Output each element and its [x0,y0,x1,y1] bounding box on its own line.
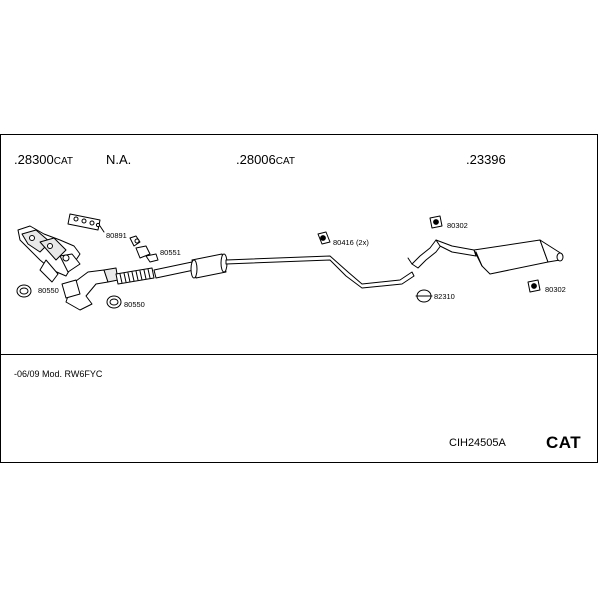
intermediate-pipe [225,255,415,289]
header-28300: .28300CAT [14,152,74,167]
part-label-82310: 82310 [434,292,455,301]
header-28006: .28006CAT [236,152,296,167]
part-label-80302-top: 80302 [447,221,468,230]
manifold-gasket [67,213,101,231]
exhaust-manifold [17,225,81,283]
front-silencer [190,253,228,279]
part-label-80550-left: 80550 [38,286,59,295]
rubber-hanger [317,231,331,245]
clamp-82310 [415,289,433,303]
part-label-80302-right: 80302 [545,285,566,294]
header-na: N.A. [106,152,132,167]
hanger-top [429,215,443,229]
part-label-80551: 80551 [160,248,181,257]
frame-divider [0,354,598,355]
cat-label: CAT [546,433,582,452]
set-code: CIH24505A [449,437,506,449]
diagram-frame [0,134,598,463]
header-23396: .23396 [466,152,506,167]
hanger-right [527,279,541,293]
gasket-fitting [129,235,159,263]
part-label-80891: 80891 [106,231,127,240]
clamp-bottom [106,295,122,309]
model-note: -06/09 Mod. RW6FYC [14,369,103,379]
front-pipe-catalyst [61,267,119,311]
flex-pipe [115,261,195,285]
clamp-left [16,284,32,298]
exhaust-system-drawing [16,213,564,311]
rear-silencer [407,239,564,275]
part-label-80416: 80416 (2x) [333,238,369,247]
part-label-80550-bottom: 80550 [124,300,145,309]
